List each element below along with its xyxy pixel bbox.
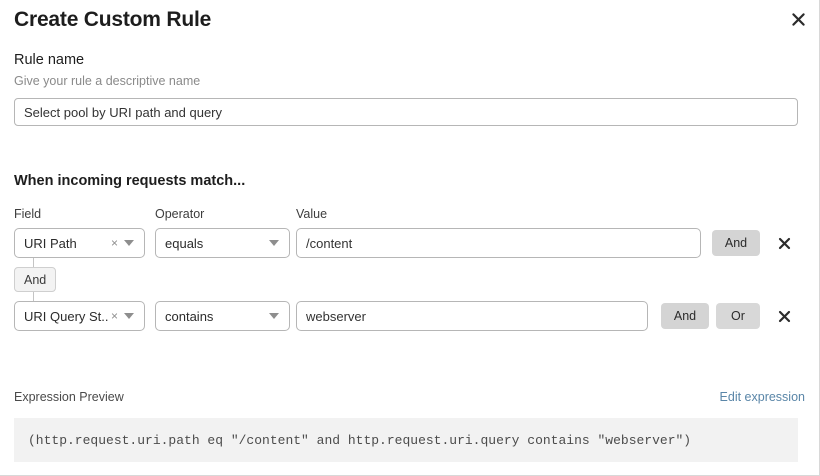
delete-condition-2-icon[interactable]	[773, 303, 795, 329]
delete-condition-1-icon[interactable]	[773, 230, 795, 256]
edit-expression-link[interactable]: Edit expression	[719, 390, 805, 404]
caret-down-icon	[269, 240, 279, 246]
value-input-2[interactable]	[296, 301, 648, 331]
operator-select-1[interactable]: equals	[155, 228, 290, 258]
column-header-value: Value	[296, 207, 328, 221]
operator-select-1-value: equals	[165, 235, 204, 251]
expression-preview-code: (http.request.uri.path eq "/content" and…	[14, 418, 798, 462]
and-button-2[interactable]: And	[661, 303, 709, 329]
field-select-2-value: URI Query St...	[24, 308, 109, 324]
rule-name-help-text: Give your rule a descriptive name	[14, 74, 201, 88]
expression-preview-label: Expression Preview	[14, 390, 124, 404]
operator-select-2[interactable]: contains	[155, 301, 290, 331]
or-button-2[interactable]: Or	[716, 303, 760, 329]
field-select-1[interactable]: URI Path ×	[14, 228, 145, 258]
operator-select-2-value: contains	[165, 308, 214, 324]
condition-connector: And	[0, 258, 200, 303]
column-header-operator: Operator	[155, 207, 205, 221]
clear-icon[interactable]: ×	[110, 236, 118, 250]
and-button-1[interactable]: And	[712, 230, 760, 256]
column-header-field: Field	[14, 207, 42, 221]
caret-down-icon	[124, 313, 134, 319]
page-title: Create Custom Rule	[14, 8, 212, 31]
field-select-2[interactable]: URI Query St... ×	[14, 301, 145, 331]
caret-down-icon	[124, 240, 134, 246]
field-select-1-value: URI Path	[24, 235, 77, 251]
rule-name-input[interactable]	[14, 98, 798, 126]
close-icon[interactable]	[785, 6, 811, 32]
value-input-1[interactable]	[296, 228, 701, 258]
match-section-heading: When incoming requests match...	[14, 173, 246, 189]
connector-and-badge[interactable]: And	[14, 267, 57, 292]
rule-name-label: Rule name	[14, 52, 85, 68]
clear-icon[interactable]: ×	[110, 309, 118, 323]
caret-down-icon	[269, 313, 279, 319]
